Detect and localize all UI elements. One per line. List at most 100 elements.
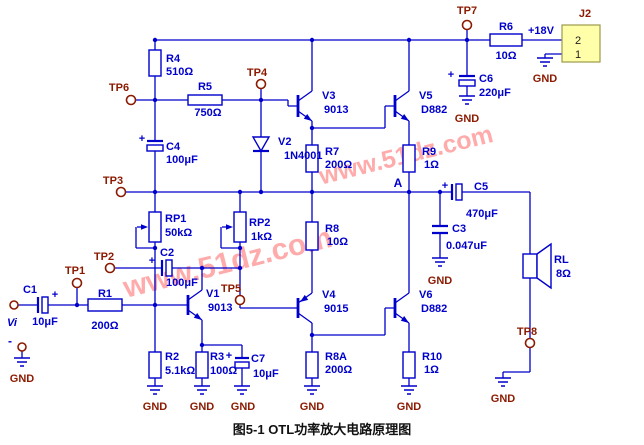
capacitor-C7: C7 10μF + <box>226 350 279 380</box>
input-plus-terminal <box>9 300 19 310</box>
diode-V2-value-label: 1N4001 <box>284 150 323 162</box>
capacitor-C1-value-label: 10μF <box>32 316 58 328</box>
capacitor-C4-value-label: 100μF <box>166 154 198 166</box>
capacitor-C5-value-label: 470μF <box>466 208 498 220</box>
resistor-R1: R1 200Ω <box>87 288 123 332</box>
input-minus-terminal <box>17 342 27 352</box>
gnd-symbol-r8a <box>304 385 320 395</box>
input-terminals: Vi - <box>7 300 27 352</box>
capacitor-C7-polarity: + <box>226 350 232 362</box>
rp1-wiper-arrow <box>141 224 148 230</box>
node-a-label: A <box>394 176 403 190</box>
tp8-label: TP8 <box>517 326 537 338</box>
capacitor-C3-ref-label: C3 <box>452 223 466 235</box>
transistor-V4: V4 9015 <box>296 289 348 324</box>
power-connector: +18V J2 2 1 <box>528 8 601 63</box>
resistor-R5: R5 750Ω <box>187 81 223 119</box>
resistor-R10-ref-label: R10 <box>422 351 442 363</box>
speaker-cone <box>536 242 552 290</box>
speaker-RL: RL 8Ω <box>522 242 571 290</box>
transistor-V4-value-label: 9015 <box>324 303 348 315</box>
gnd-symbol-r3 <box>194 385 210 395</box>
transistor-V5-ref-label: V5 <box>419 90 432 102</box>
tp7-terminal <box>461 19 473 31</box>
capacitor-C4-polarity: + <box>139 133 145 145</box>
gnd-label-j2: GND <box>533 73 558 85</box>
potentiometer-RP2-value-label: 1kΩ <box>251 231 272 243</box>
gnd-label-input: GND <box>10 373 35 385</box>
transistor-V3-ref-label: V3 <box>322 90 335 102</box>
gnd-symbol-j2 <box>537 57 553 67</box>
resistor-R8A: R8A 200Ω <box>305 351 352 379</box>
capacitor-C5-ref-label: C5 <box>474 181 488 193</box>
capacitor-C2: C2 100μF + <box>149 247 198 289</box>
gnd-label-r10: GND <box>397 401 422 413</box>
tp3-label: TP3 <box>103 175 123 187</box>
transistor-V1-ref-label: V1 <box>206 288 219 300</box>
gnd-label-r3: GND <box>190 401 215 413</box>
gnd-label-c3: GND <box>428 275 453 287</box>
gnd-label-r2: GND <box>143 401 168 413</box>
capacitor-C1-ref-label: C1 <box>23 284 37 296</box>
gnd-label-r8a: GND <box>300 401 325 413</box>
tp1-label: TP1 <box>65 265 85 277</box>
junction-dots <box>74 37 470 348</box>
gnd-symbol-c6 <box>459 95 475 105</box>
capacitor-C5: C5 470μF + <box>442 180 498 220</box>
resistor-R10: R10 1Ω <box>402 351 442 379</box>
resistor-R5-ref-label: R5 <box>198 81 212 93</box>
capacitor-C3-value-label: 0.047uF <box>446 240 487 252</box>
transistor-V3-value-label: 9013 <box>324 104 348 116</box>
transistor-V6-ref-label: V6 <box>419 289 432 301</box>
gnd-symbol-c3 <box>432 257 448 267</box>
potentiometer-RP1-value-label: 50kΩ <box>165 227 192 239</box>
capacitor-C5-polarity: + <box>442 180 448 192</box>
transistor-V5-value-label: D882 <box>421 104 447 116</box>
resistor-R3-ref-label: R3 <box>210 351 224 363</box>
v3-emitter-arrow <box>303 114 312 121</box>
transistor-V3: V3 9013 <box>296 90 348 122</box>
diode-V2: V2 1N4001 <box>251 136 323 162</box>
v6-emitter-arrow <box>400 316 409 323</box>
capacitor-C4-ref-label: C4 <box>166 141 181 153</box>
connector-J2-body <box>561 24 601 63</box>
resistor-R6: R6 10Ω <box>489 21 523 62</box>
v1-emitter-arrow <box>193 313 202 320</box>
gnd-label-c6: GND <box>455 113 480 125</box>
rp2-wiper-arrow <box>226 224 233 230</box>
resistor-R2-ref-label: R2 <box>165 351 179 363</box>
gnd-symbol-c7 <box>234 385 250 395</box>
connector-J2-pin1-label: 1 <box>575 49 581 61</box>
potentiometer-RP2: RP2 1kΩ <box>222 211 272 243</box>
capacitor-C6-ref-label: C6 <box>479 73 493 85</box>
capacitor-C1-polarity: + <box>52 289 58 301</box>
v4-emitter-arrow <box>300 294 309 302</box>
resistor-R8-ref-label: R8 <box>325 223 339 235</box>
resistor-R9-ref-label: R9 <box>422 146 436 158</box>
transistor-V6: V6 D882 <box>393 289 447 324</box>
tp2-terminal <box>104 262 116 274</box>
resistor-R7-ref-label: R7 <box>325 146 339 158</box>
resistor-R6-ref-label: R6 <box>499 21 513 33</box>
transistor-V4-ref-label: V4 <box>322 289 336 301</box>
capacitor-C6: C6 220μF + <box>448 69 511 99</box>
resistor-R2-value-label: 5.1kΩ <box>165 365 195 377</box>
resistor-R9-value-label: 1Ω <box>424 159 439 171</box>
tp5-label: TP5 <box>221 283 241 295</box>
transistor-V1: V1 9013 <box>186 288 232 321</box>
speaker-RL-ref-label: RL <box>554 254 569 266</box>
supply-voltage-label: +18V <box>528 25 555 37</box>
tp6-terminal <box>125 94 137 106</box>
gnd-symbol-speaker <box>495 377 511 387</box>
tp5-terminal <box>234 294 246 306</box>
test-points: TP1 TP2 TP3 TP4 TP5 TP6 TP7 TP8 <box>65 5 537 349</box>
tp2-label: TP2 <box>94 251 114 263</box>
tp6-label: TP6 <box>109 82 129 94</box>
resistor-R1-value-label: 200Ω <box>91 320 118 332</box>
resistor-R8-value-label: 10Ω <box>327 236 348 248</box>
resistor-R3: R3 100Ω <box>195 351 237 379</box>
gnd-symbol-input <box>14 357 30 367</box>
v5-emitter-arrow <box>400 114 409 121</box>
